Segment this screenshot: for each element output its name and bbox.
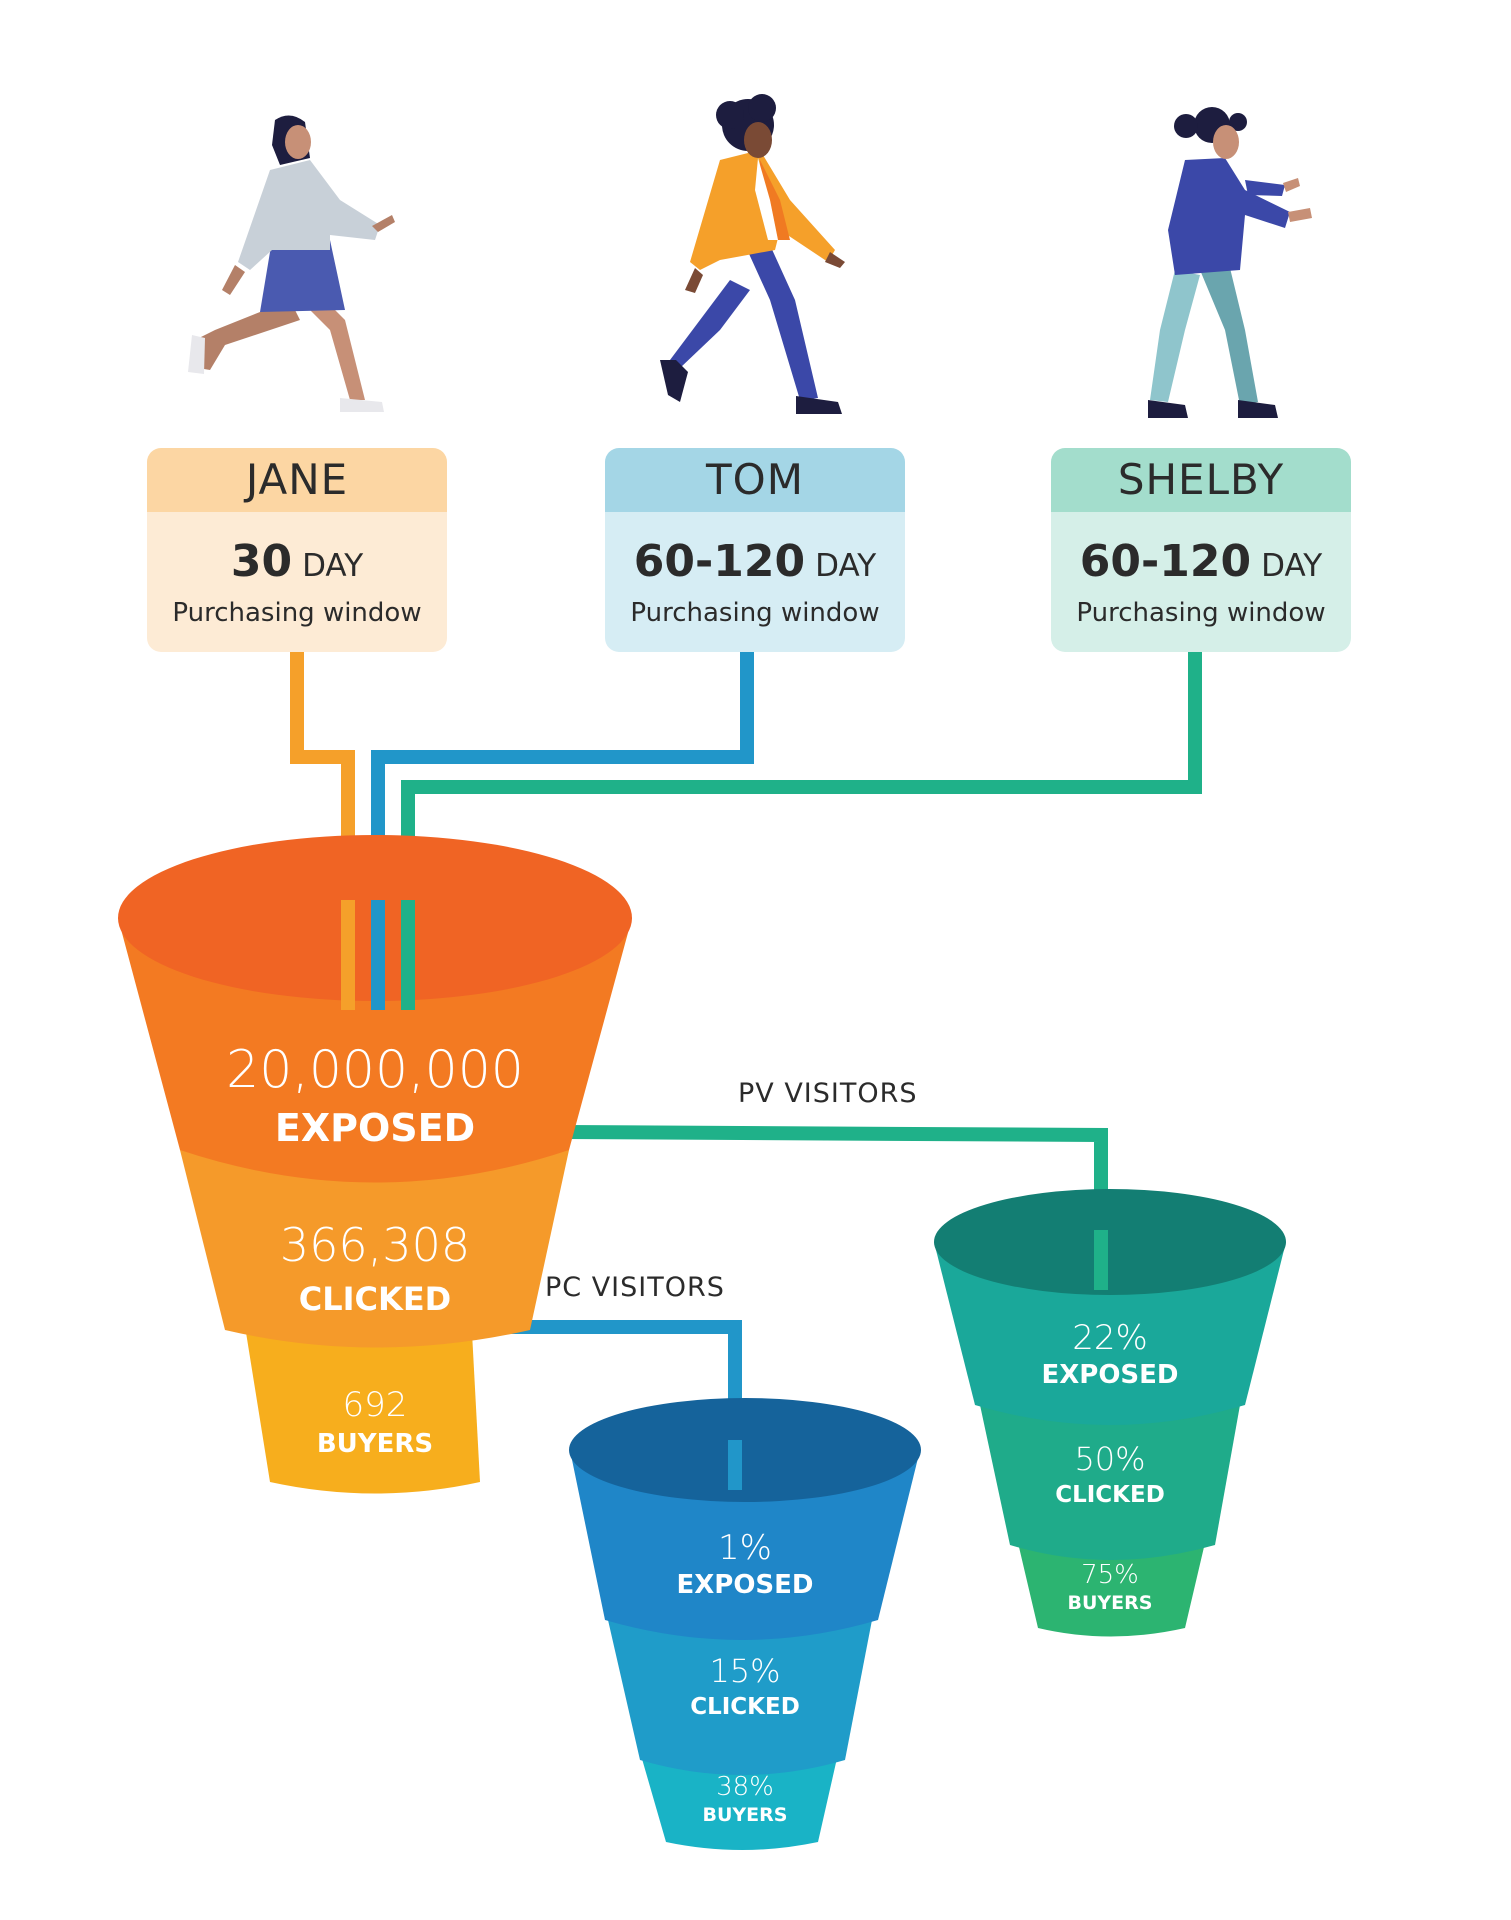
pc-funnel xyxy=(569,1398,921,1850)
pv-exposed-value: 22% xyxy=(1072,1318,1148,1358)
persona-days: 60-120 xyxy=(633,536,806,587)
pc-exposed-value: 1% xyxy=(718,1528,772,1568)
persona-days: 60-120 xyxy=(1079,536,1252,587)
pc-clicked-value: 15% xyxy=(709,1652,781,1690)
pc-visitors-title: PC VISITORS xyxy=(545,1272,725,1303)
main-exposed-value: 20,000,000 xyxy=(226,1040,524,1100)
pv-funnel-rim xyxy=(934,1189,1286,1295)
persona-days: 30 xyxy=(230,536,293,587)
main-buyers-label: BUYERS xyxy=(316,1429,434,1459)
pv-funnel-clicked-band xyxy=(980,1405,1240,1560)
pc-buyers-value: 38% xyxy=(716,1772,774,1802)
pc-funnel-rim xyxy=(569,1398,921,1502)
main-exposed-label: EXPOSED xyxy=(274,1106,476,1150)
pc-funnel-clicked-band xyxy=(608,1620,872,1775)
pc-buyers-stage: 38% BUYERS xyxy=(595,1772,895,1826)
persona-day-unit: DAY xyxy=(815,548,877,584)
persona-name: SHELBY xyxy=(1051,448,1351,512)
pv-clicked-value: 50% xyxy=(1074,1440,1146,1478)
persona-window-label: Purchasing window xyxy=(1076,598,1326,628)
persona-window-label: Purchasing window xyxy=(172,598,422,628)
shelby-figure-illustration xyxy=(1148,107,1312,418)
jane-figure-illustration xyxy=(188,115,395,412)
pv-buyers-label: BUYERS xyxy=(1067,1592,1153,1614)
persona-day-unit: DAY xyxy=(302,548,364,584)
pc-buyers-label: BUYERS xyxy=(702,1804,788,1826)
pv-buyers-value: 75% xyxy=(1081,1560,1139,1590)
pc-funnel-exposed-band xyxy=(570,1450,920,1640)
main-clicked-label: CLICKED xyxy=(298,1280,452,1318)
pc-clicked-label: CLICKED xyxy=(690,1694,800,1720)
pc-exposed-stage: 1% EXPOSED xyxy=(595,1528,895,1600)
pv-clicked-label: CLICKED xyxy=(1055,1482,1165,1508)
pv-visitors-title: PV VISITORS xyxy=(738,1078,918,1109)
persona-window-label: Purchasing window xyxy=(630,598,880,628)
pv-funnel xyxy=(934,1189,1286,1637)
pc-exposed-label: EXPOSED xyxy=(676,1570,814,1600)
persona-name: JANE xyxy=(147,448,447,512)
pv-buyers-stage: 75% BUYERS xyxy=(960,1560,1260,1614)
main-buyers-stage: 692 BUYERS xyxy=(175,1385,575,1459)
main-funnel xyxy=(118,835,632,1494)
main-clicked-value: 366,308 xyxy=(279,1218,471,1272)
main-funnel-clicked-band xyxy=(180,1150,569,1348)
tom-figure-illustration xyxy=(660,94,845,414)
persona-name: TOM xyxy=(605,448,905,512)
pc-clicked-stage: 15% CLICKED xyxy=(595,1652,895,1720)
main-clicked-stage: 366,308 CLICKED xyxy=(175,1218,575,1318)
pv-exposed-stage: 22% EXPOSED xyxy=(960,1318,1260,1390)
pv-clicked-stage: 50% CLICKED xyxy=(960,1440,1260,1508)
connector-stubs xyxy=(341,900,1108,1490)
main-buyers-value: 692 xyxy=(342,1385,408,1425)
persona-day-unit: DAY xyxy=(1261,548,1323,584)
main-exposed-stage: 20,000,000 EXPOSED xyxy=(175,1040,575,1150)
pv-exposed-label: EXPOSED xyxy=(1041,1360,1179,1390)
